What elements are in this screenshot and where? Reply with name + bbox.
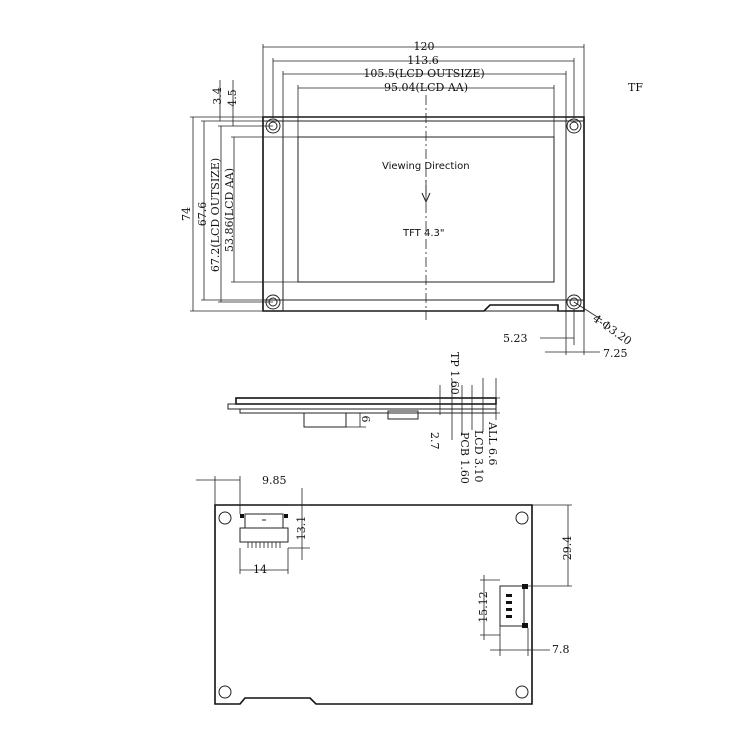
header-connector bbox=[499, 584, 528, 628]
connector-block bbox=[303, 412, 347, 428]
dim-tp-label: TP 1.60 bbox=[448, 352, 461, 395]
back-pcb-outline bbox=[214, 504, 533, 705]
dim-9-85-label: 9.85 bbox=[262, 474, 287, 487]
edge-label: TF bbox=[628, 81, 643, 94]
viewing-direction-label: Viewing Direction bbox=[382, 161, 470, 172]
fpc-connector bbox=[239, 513, 289, 548]
hole-leader bbox=[573, 301, 603, 321]
dim-113-6-label: 113.6 bbox=[407, 54, 439, 67]
pcb-layer bbox=[239, 408, 497, 414]
dim-3-4-label: 3.4 bbox=[211, 87, 224, 105]
hole-callout-label: 4-Φ3.20 bbox=[590, 312, 634, 348]
dim-67-6-label: 67.6 bbox=[196, 202, 209, 227]
dim-lcd-label: LCD 3.10 bbox=[472, 430, 485, 483]
mounting-hole-tr bbox=[566, 118, 582, 134]
dim-7-25-label: 7.25 bbox=[603, 347, 628, 360]
top-view: 120 113.6 105.5(LCD OUTSIZE) 95.04(LCD A… bbox=[180, 40, 643, 360]
dim-74-label: 74 bbox=[180, 207, 193, 221]
dim-6-label: 6 bbox=[359, 416, 372, 423]
dim-7-8-label: 7.8 bbox=[552, 643, 570, 656]
dim-120-label: 120 bbox=[414, 40, 435, 53]
dim-67-2-label: 67.2(LCD OUTSIZE) bbox=[209, 158, 222, 272]
dim-15-12-label: 15.12 bbox=[477, 591, 490, 623]
dim-5-23-label: 5.23 bbox=[503, 332, 528, 345]
back-hole-tr bbox=[515, 511, 529, 525]
back-hole-br bbox=[515, 685, 529, 699]
dim-29-4-label: 29.4 bbox=[561, 536, 574, 561]
dim-all-label: ALL 6.6 bbox=[486, 421, 499, 466]
dim-13-1-label: 13.1 bbox=[295, 516, 308, 541]
touch-panel-layer bbox=[235, 397, 497, 405]
back-hole-bl bbox=[218, 685, 232, 699]
dim-95-04-label: 95.04(LCD AA) bbox=[384, 81, 468, 94]
tft-size-label: TFT 4.3" bbox=[402, 228, 444, 239]
component-block bbox=[387, 410, 419, 420]
dim-14-label: 14 bbox=[253, 563, 267, 576]
dim-2-7-label: 2.7 bbox=[428, 432, 441, 450]
bottom-view: 9.85 13.1 14 29.4 15.12 bbox=[196, 474, 574, 705]
viewing-direction-arrow bbox=[421, 192, 431, 204]
dim-4-5-label: 4.5 bbox=[226, 89, 239, 107]
back-hole-tl bbox=[218, 511, 232, 525]
dim-105-5-label: 105.5(LCD OUTSIZE) bbox=[363, 67, 484, 80]
side-view: 6 TP 1.60 2.7 PCB 1.60 LCD 3.10 ALL 6.6 bbox=[227, 352, 500, 484]
dim-53-86-label: 53.86(LCD AA) bbox=[223, 168, 236, 252]
dim-pcb-label: PCB 1.60 bbox=[458, 432, 471, 484]
